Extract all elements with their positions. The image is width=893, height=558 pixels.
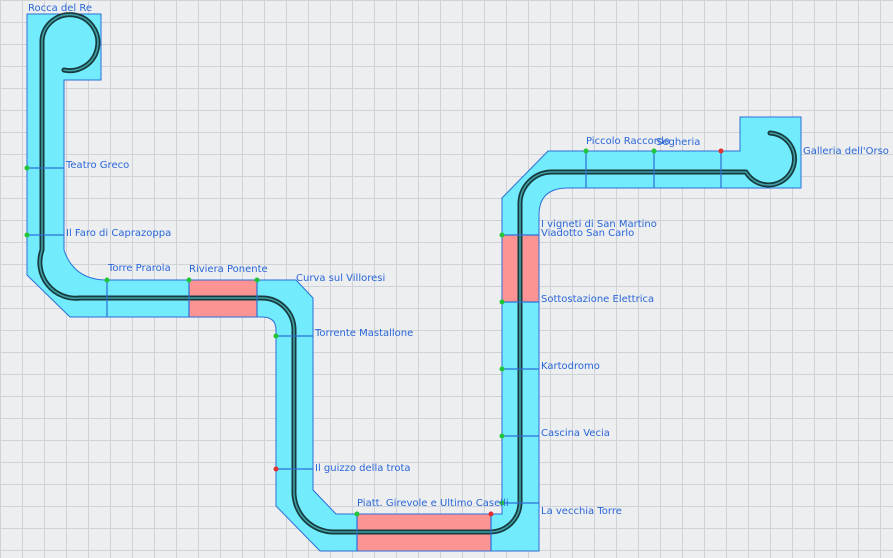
label-piccolo-raccordo: Piccolo Raccordo bbox=[586, 136, 670, 147]
joint-marker[interactable] bbox=[104, 277, 110, 283]
module-teatro-greco[interactable] bbox=[26, 167, 65, 236]
label-guizzo-trota: Il guizzo della trota bbox=[315, 463, 411, 474]
joint-marker[interactable] bbox=[488, 511, 494, 517]
label-rocca-del-re: Rocca del Re bbox=[28, 3, 92, 14]
label-torre-prarola: Torre Prarola bbox=[107, 263, 171, 274]
label-curva-villoresi: Curva sul Villoresi bbox=[296, 273, 385, 284]
joint-marker[interactable] bbox=[499, 433, 505, 439]
joint-marker[interactable] bbox=[273, 333, 279, 339]
joint-marker[interactable] bbox=[651, 148, 657, 154]
joint-marker[interactable] bbox=[24, 232, 30, 238]
module-guizzo-trota[interactable] bbox=[275, 468, 358, 552]
track-inner-rail bbox=[39, 13, 796, 533]
module-rocca-del-re[interactable] bbox=[26, 13, 102, 169]
module-dividers bbox=[27, 151, 722, 551]
track-line bbox=[37, 12, 797, 535]
joint-marker[interactable] bbox=[24, 165, 30, 171]
label-teatro-greco: Teatro Greco bbox=[65, 160, 129, 171]
label-piatt-girevole: Piatt. Girevole e Ultimo Caselli bbox=[357, 498, 509, 509]
joint-marker[interactable] bbox=[499, 299, 505, 305]
label-torrente-mastallone: Torrente Mastallone bbox=[314, 328, 413, 339]
label-viadotto: Viadotto San Carlo bbox=[541, 228, 634, 239]
label-vigneti: I vigneti di San Martino bbox=[541, 219, 657, 230]
joint-marker[interactable] bbox=[186, 277, 192, 283]
label-vecchia-torre: La vecchia Torre bbox=[541, 506, 622, 517]
joint-marker[interactable] bbox=[583, 148, 589, 154]
module-vecchia-torre[interactable] bbox=[490, 502, 540, 552]
joint-marker[interactable] bbox=[499, 232, 505, 238]
label-segheria: Segheria bbox=[656, 137, 700, 148]
label-kartodromo: Kartodromo bbox=[541, 361, 600, 372]
station-labels: Rocca del Re Teatro Greco Il Faro di Cap… bbox=[28, 3, 889, 517]
label-sottostazione: Sottostazione Elettrica bbox=[541, 294, 654, 305]
joint-markers bbox=[24, 148, 724, 517]
joint-marker[interactable] bbox=[499, 500, 505, 506]
label-riviera-ponente: Riviera Ponente bbox=[189, 264, 268, 275]
module-boards bbox=[26, 13, 802, 552]
joint-marker[interactable] bbox=[499, 366, 505, 372]
label-cascina-vecia: Cascina Vecia bbox=[541, 428, 610, 439]
joint-marker[interactable] bbox=[354, 511, 360, 517]
module-faro-caprazoppa[interactable] bbox=[26, 234, 108, 318]
joint-marker[interactable] bbox=[718, 148, 724, 154]
joint-marker[interactable] bbox=[273, 466, 279, 472]
label-galleria-orso: Galleria dell'Orso bbox=[803, 146, 889, 157]
label-faro-caprazoppa: Il Faro di Caprazoppa bbox=[66, 228, 171, 239]
joint-marker[interactable] bbox=[254, 277, 260, 283]
